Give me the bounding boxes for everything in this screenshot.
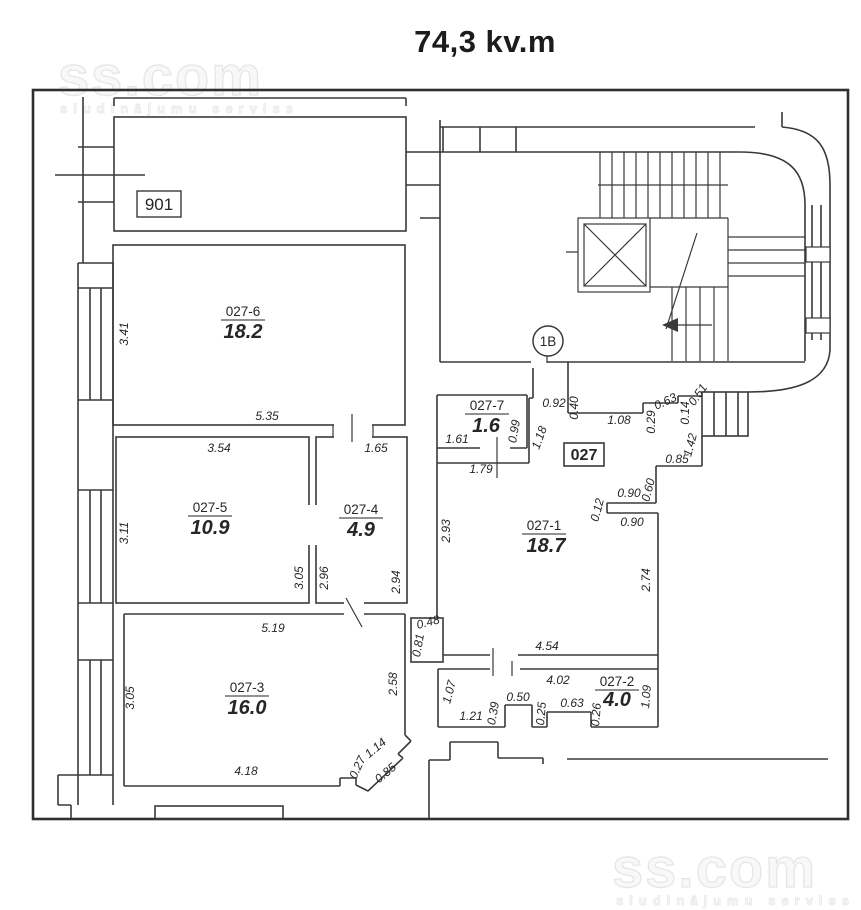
dim-r2-seg4: 0.25: [533, 701, 549, 726]
dim-r1-step1: 0.90: [617, 486, 641, 500]
room-area-027-2: 4.0: [602, 689, 631, 711]
dim-r1-height2: 2.74: [639, 568, 653, 593]
room-area-027-4: 4.9: [346, 519, 376, 541]
room-027-6-outline: [112, 244, 406, 426]
room-id-027-5: 027-5: [193, 500, 228, 515]
dim-r4-height2: 2.94: [389, 570, 403, 595]
walls: [55, 97, 831, 820]
room-id-027-1: 027-1: [527, 518, 562, 533]
page-title-total-area: 74,3 kv.m: [414, 24, 556, 59]
room-area-027-5: 10.9: [191, 517, 231, 539]
dim-r2-seg2: 0.39: [484, 700, 502, 726]
elevator-x-mark: [583, 223, 647, 287]
stair-window-sill-2: [805, 317, 831, 334]
watermark-bottom-right-brand: ss.com: [611, 836, 817, 899]
dim-ext-7: 0.85: [665, 452, 689, 466]
dim-entry-length: 1.18: [529, 424, 550, 451]
room-id-027-3: 027-3: [230, 680, 265, 695]
dim-r2-height: 1.07: [439, 678, 459, 705]
dim-ext-2: 0.29: [644, 410, 658, 434]
window-band-southeast: [701, 391, 749, 437]
dim-r1-step2: 0.60: [638, 477, 658, 503]
room-027-1-label: 027-1 18.7: [522, 518, 566, 557]
elevator-shaft-inner: [583, 223, 647, 287]
stair-window-sill-1: [805, 246, 831, 263]
dim-niche-height: 0.81: [409, 633, 427, 658]
dim-niche-width: 0.48: [415, 612, 441, 632]
dim-ext-1: 1.08: [607, 413, 631, 427]
neighbor-901-label: 901: [145, 195, 173, 214]
watermark-bottom-right-tagline: sludinājumu serviss: [616, 893, 855, 908]
dim-entry-width: 0.92: [542, 396, 566, 410]
dim-r1-step3: 0.12: [587, 497, 607, 523]
apartment-027-box: [563, 442, 605, 467]
dimension-labels: 3.41 5.35 3.54 3.11 3.05 1.65 2.96 2.94 …: [117, 322, 710, 785]
room-027-6-label: 027-6 18.2: [221, 304, 265, 343]
room-027-3-label: 027-3 16.0: [225, 680, 269, 719]
niche-outline: [410, 617, 444, 663]
door-openings: [306, 356, 546, 673]
room-901-outline: [113, 116, 407, 232]
dim-r3-width2: 4.18: [234, 764, 258, 778]
dim-r3-height: 3.05: [123, 686, 137, 710]
room-area-027-7: 1.6: [472, 415, 501, 437]
dim-r2-width: 4.02: [546, 673, 570, 687]
stairwell-1b-label: 1B: [540, 334, 557, 349]
dim-r4-width: 1.65: [364, 441, 388, 455]
dim-r7-width2: 1.79: [469, 462, 493, 476]
dim-r2-seg6: 0.26: [588, 702, 604, 727]
dim-r2-seg3: 0.50: [506, 690, 530, 704]
room-area-027-3: 16.0: [228, 697, 267, 719]
stairwell-circle: [532, 325, 564, 357]
stair-direction-arrow-head: [662, 318, 678, 332]
dim-r1-step4: 0.90: [620, 515, 644, 529]
room-027-5-label: 027-5 10.9: [188, 500, 232, 539]
dim-r3-width: 5.19: [261, 621, 285, 635]
dim-r7-height: 0.99: [505, 418, 523, 444]
dim-r2-seg5: 0.63: [560, 696, 584, 710]
room-area-027-1: 18.7: [527, 535, 567, 557]
dim-r5-height2: 3.05: [292, 566, 306, 590]
dim-ext-3: 0.63: [652, 390, 679, 413]
balcony-outline: [154, 805, 284, 820]
plan-border: [31, 88, 850, 821]
room-labels: 027-6 18.2 027-5 10.9 027-4 4.9 027-3 16…: [188, 304, 639, 719]
dim-r5-height: 3.11: [117, 522, 131, 544]
room-id-027-2: 027-2: [600, 674, 635, 689]
dim-r1-height: 2.93: [439, 519, 453, 544]
room-id-027-6: 027-6: [226, 304, 261, 319]
room-027-2-label: 027-2 4.0: [595, 674, 639, 711]
dim-r1-width: 4.54: [535, 639, 559, 653]
dim-r3-bevel2: 0.27: [346, 753, 369, 781]
watermark-top-left-brand: ss.com: [57, 44, 263, 107]
dim-r6-height: 3.41: [117, 322, 131, 345]
dim-entry-step: 0.40: [567, 396, 581, 420]
dim-r5-width: 3.54: [207, 441, 231, 455]
dim-r3-bevel3: 0.85: [372, 760, 399, 786]
dim-r3-bevel: 1.14: [362, 735, 389, 761]
dim-r4-height: 2.96: [317, 566, 331, 591]
room-027-7-label: 027-7 1.6: [465, 398, 509, 437]
watermark-top-left-tagline: sludinājumu serviss: [60, 101, 299, 116]
stairs-and-details: [332, 152, 831, 676]
dim-ext-6: 1.42: [680, 432, 700, 458]
room-027-4-label: 027-4 4.9: [339, 502, 383, 541]
neighbor-901-box: [136, 190, 182, 218]
room-area-027-6: 18.2: [224, 321, 263, 343]
room-id-027-4: 027-4: [344, 502, 379, 517]
dim-r3-height2: 2.58: [386, 672, 400, 697]
dim-r6-width: 5.35: [255, 409, 279, 423]
dim-r2-height2: 1.09: [638, 684, 654, 709]
dim-ext-4: 0.14: [678, 401, 692, 425]
room-id-027-7: 027-7: [470, 398, 505, 413]
dim-r7-width: 1.61: [445, 432, 468, 446]
apartment-027-label: 027: [571, 447, 598, 464]
dim-r2-seg1: 1.21: [459, 709, 482, 723]
